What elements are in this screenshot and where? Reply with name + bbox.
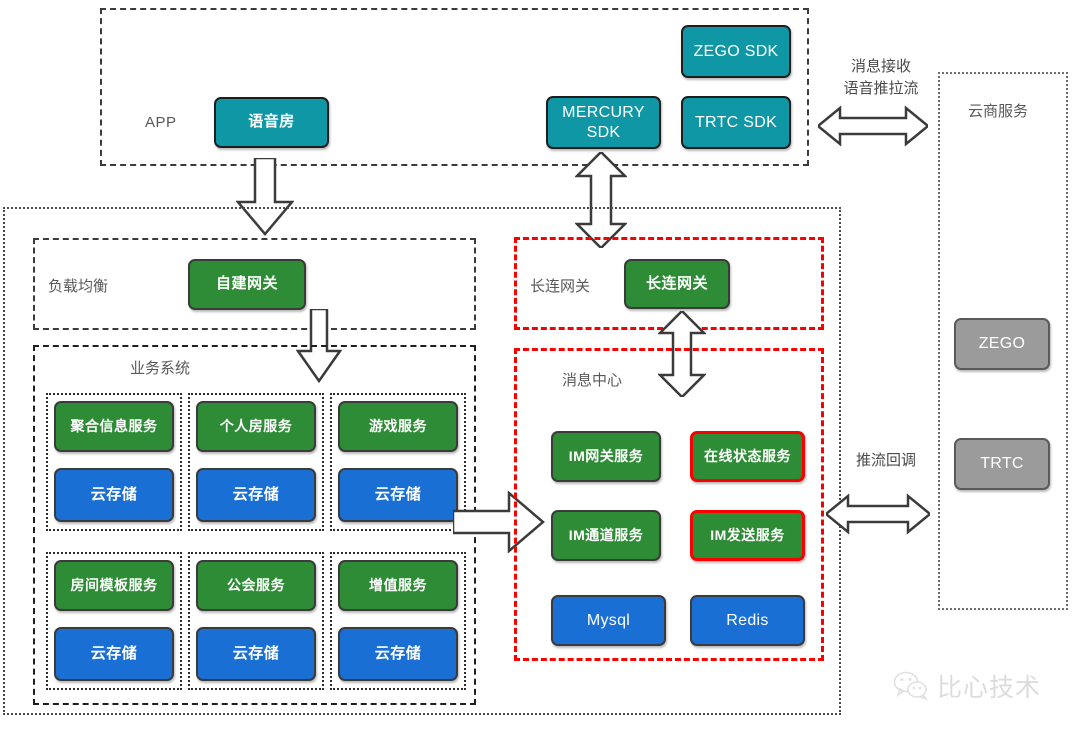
business-group-container-6 <box>330 552 466 690</box>
mysql-node[interactable]: Mysql <box>551 595 666 646</box>
mercury-sdk-label-line1: MERCURY <box>562 103 645 121</box>
zego-cloud-node[interactable]: ZEGO <box>954 318 1050 370</box>
self-built-gateway-node[interactable]: 自建网关 <box>188 259 306 310</box>
message-to-cloud-label-line1: 推流回调 <box>855 452 916 469</box>
message-center-label: 消息中心 <box>562 372 623 389</box>
load-balance-container <box>33 238 476 330</box>
business-service-node-5[interactable]: 公会服务 <box>196 560 316 611</box>
business-group-container-1 <box>46 393 182 531</box>
business-storage-node-2[interactable]: 云存储 <box>196 468 316 522</box>
business-group-container-5 <box>188 552 324 690</box>
im-gateway-service-node[interactable]: IM网关服务 <box>551 431 661 482</box>
business-service-node-1[interactable]: 聚合信息服务 <box>54 401 174 452</box>
business-storage-node-1[interactable]: 云存储 <box>54 468 174 522</box>
gateway-to-message-center-double-arrow-icon <box>658 311 706 397</box>
app-layer-container <box>100 8 809 166</box>
watermark-text: 比心技术 <box>937 674 1042 702</box>
business-storage-node-3[interactable]: 云存储 <box>338 468 458 522</box>
im-channel-service-node[interactable]: IM通道服务 <box>551 510 661 561</box>
business-to-message-center-right-arrow-icon <box>453 491 545 553</box>
redis-node[interactable]: Redis <box>690 595 805 646</box>
message-to-cloud-arrow-label: 推流回调 <box>836 450 936 472</box>
app-to-cloud-double-arrow-icon <box>818 105 928 147</box>
business-service-node-3[interactable]: 游戏服务 <box>338 401 458 452</box>
business-group-container-3 <box>330 393 466 531</box>
server-side-outer-container <box>3 207 841 715</box>
load-balance-label: 负载均衡 <box>48 278 109 295</box>
online-status-service-node[interactable]: 在线状态服务 <box>690 431 805 482</box>
mercury-sdk-label-line2: SDK <box>586 123 621 141</box>
app-to-cloud-arrow-label: 消息接收 语音推拉流 <box>826 56 936 100</box>
business-service-node-6[interactable]: 增值服务 <box>338 560 458 611</box>
message-center-container <box>514 348 824 661</box>
cloud-vendor-container <box>938 72 1068 610</box>
trtc-sdk-node[interactable]: TRTC SDK <box>681 96 791 149</box>
business-group-container-2 <box>188 393 324 531</box>
business-service-node-2[interactable]: 个人房服务 <box>196 401 316 452</box>
long-connection-gateway-label: 长连网关 <box>530 278 591 295</box>
business-storage-node-6[interactable]: 云存储 <box>338 627 458 681</box>
app-to-cloud-label-line2: 语音推拉流 <box>843 79 919 97</box>
sdk-to-long-gateway-double-arrow-icon <box>575 152 627 248</box>
business-system-label: 业务系统 <box>130 360 191 377</box>
business-storage-node-5[interactable]: 云存储 <box>196 627 316 681</box>
message-to-cloud-double-arrow-icon <box>826 493 930 535</box>
app-layer-label: APP <box>145 114 177 131</box>
business-storage-node-4[interactable]: 云存储 <box>54 627 174 681</box>
wechat-icon <box>893 671 929 701</box>
cloud-vendor-label: 云商服务 <box>968 103 1029 120</box>
business-group-container-4 <box>46 552 182 690</box>
business-service-node-4[interactable]: 房间模板服务 <box>54 560 174 611</box>
mercury-sdk-node[interactable]: MERCURY SDK <box>546 96 661 149</box>
trtc-cloud-node[interactable]: TRTC <box>954 438 1050 490</box>
im-send-service-node[interactable]: IM发送服务 <box>690 510 805 561</box>
watermark: 比心技术 <box>893 668 1041 704</box>
voice-room-node[interactable]: 语音房 <box>214 97 329 148</box>
zego-sdk-node[interactable]: ZEGO SDK <box>681 25 791 78</box>
long-connection-gateway-node[interactable]: 长连网关 <box>624 259 730 309</box>
app-to-gateway-down-arrow-icon <box>236 158 294 236</box>
app-to-cloud-label-line1: 消息接收 <box>850 58 911 75</box>
